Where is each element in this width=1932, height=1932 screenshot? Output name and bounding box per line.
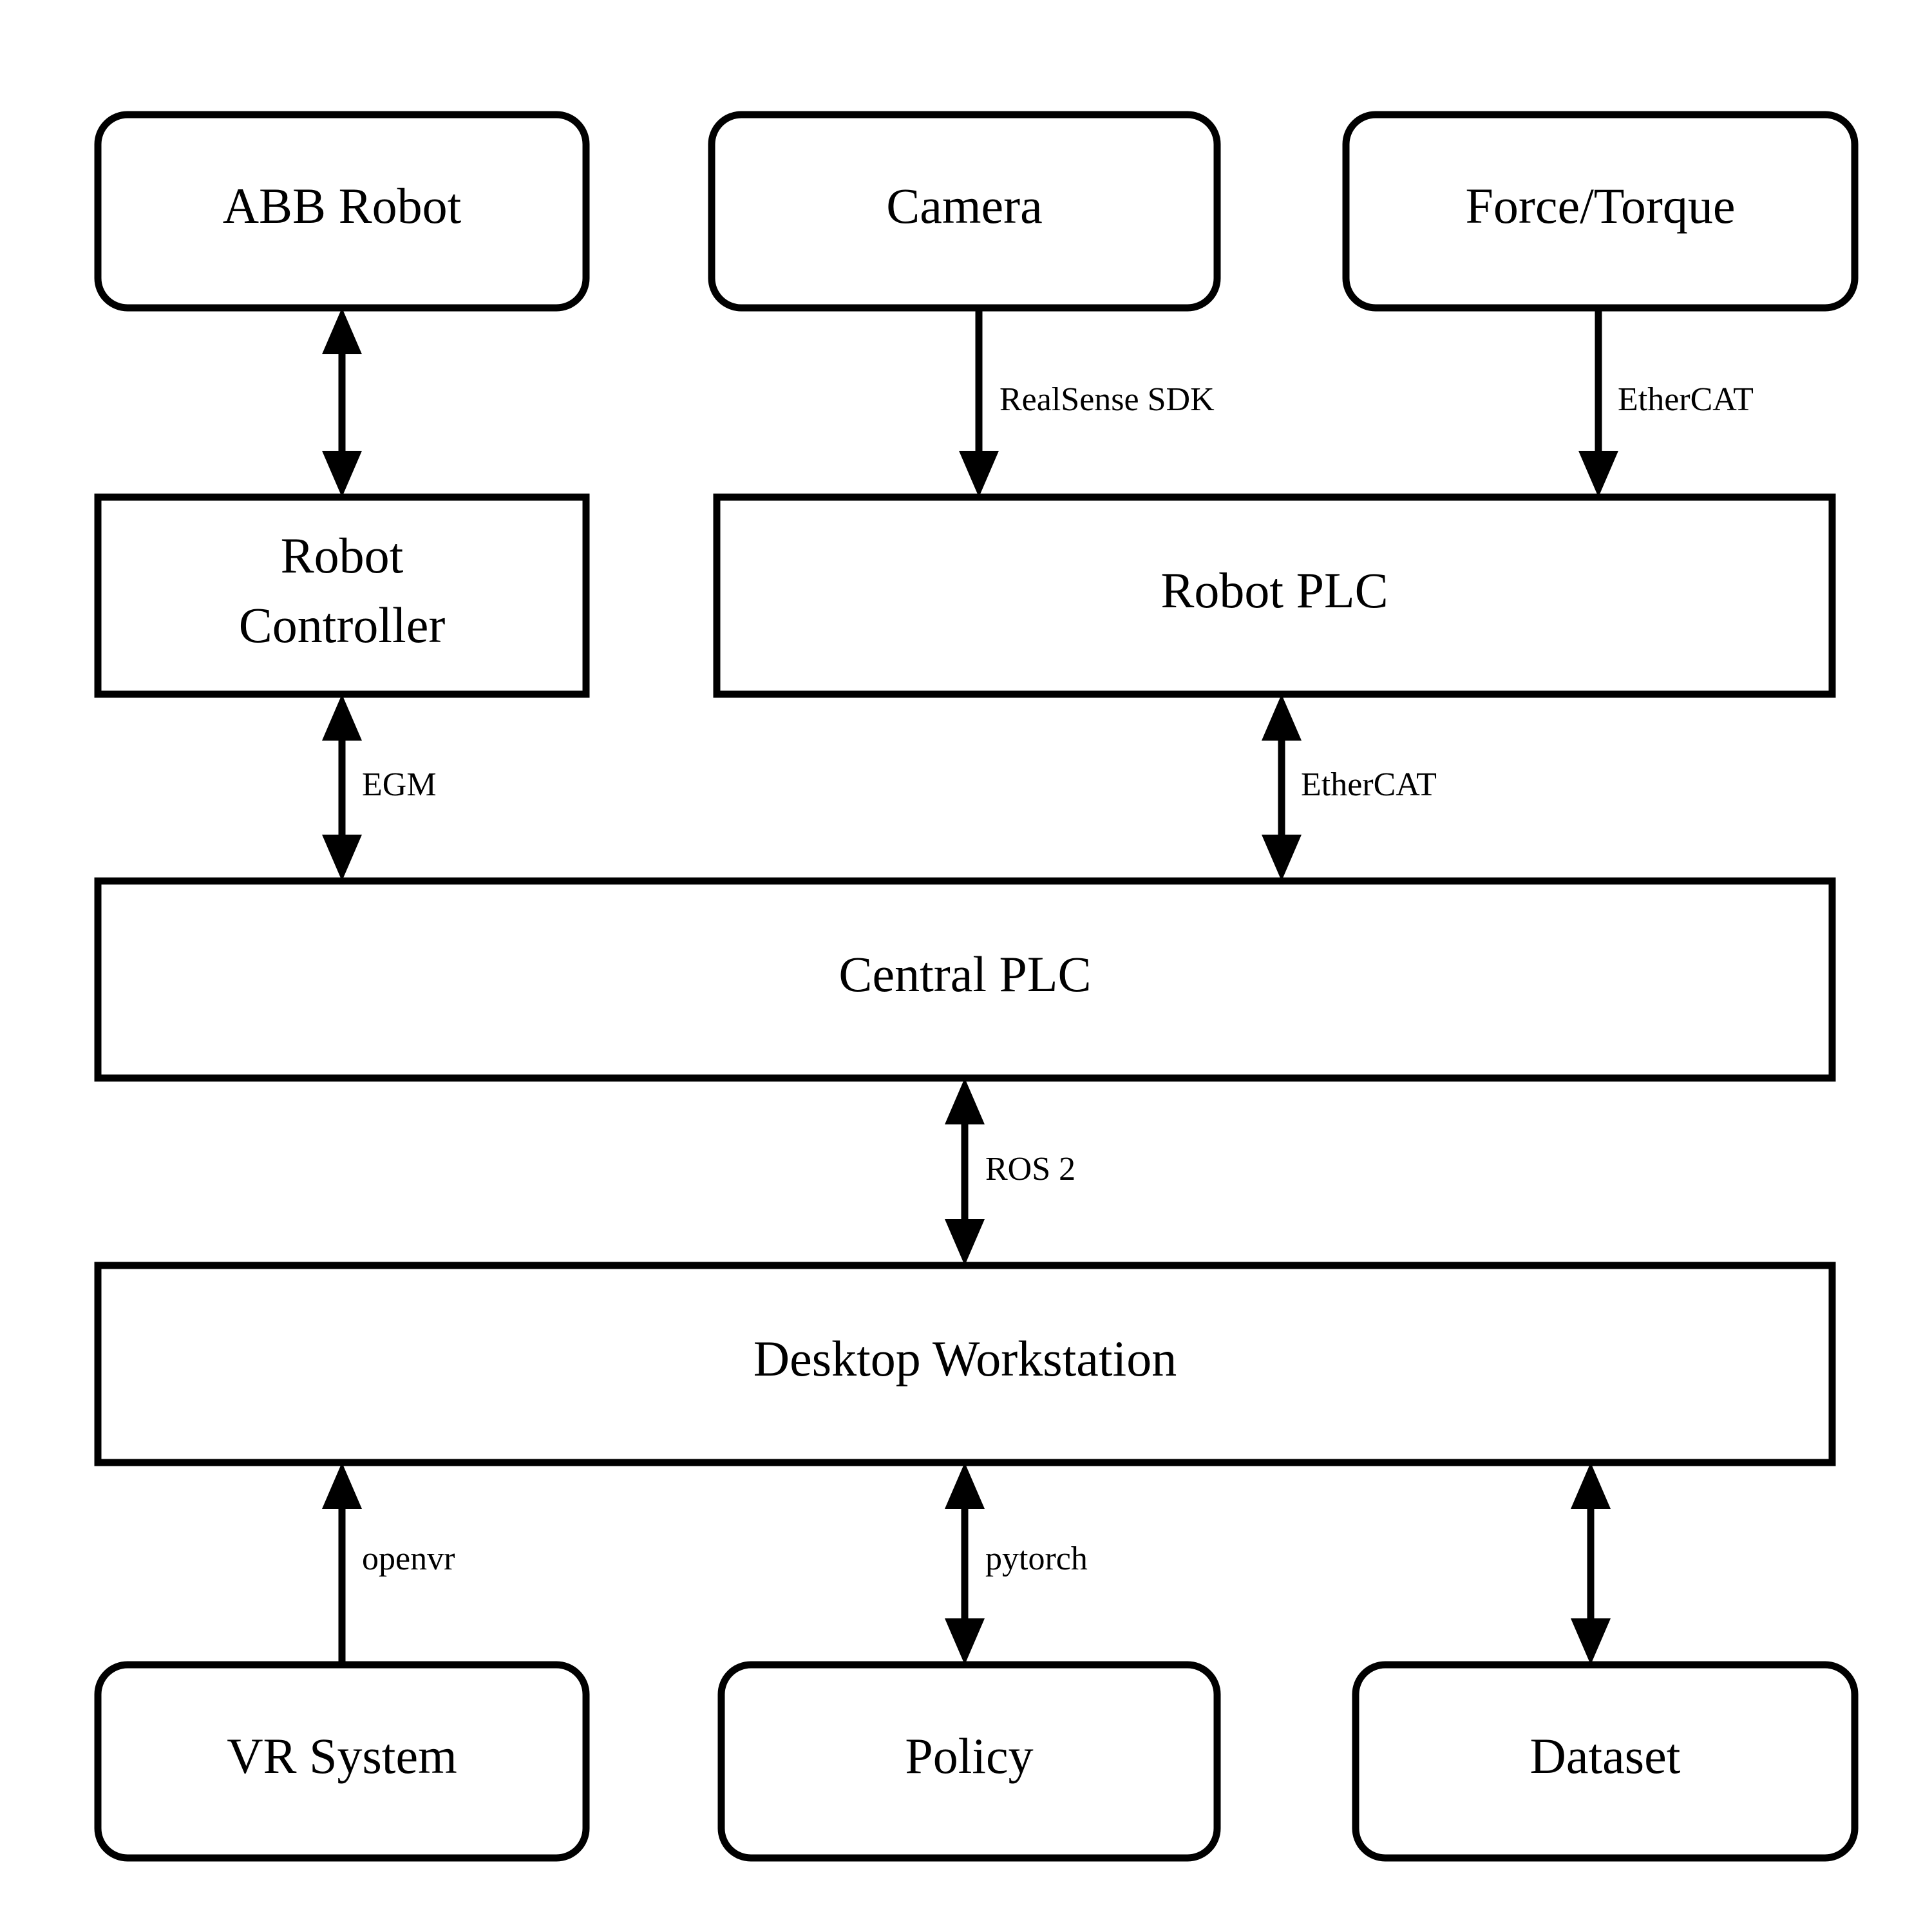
node-box-central_plc[interactable] (94, 877, 1836, 1082)
node-label: ABB Robot (223, 178, 462, 234)
node-dataset[interactable]: Dataset (1352, 1661, 1859, 1862)
edge-label: EtherCAT (1301, 766, 1437, 803)
edge-forcetorque-to-robotplc: EtherCAT (1578, 308, 1754, 497)
arrowhead-down-icon (945, 1219, 985, 1265)
node-central_plc[interactable]: Central PLC (94, 877, 1836, 1082)
node-box-robot_plc[interactable] (713, 493, 1836, 698)
arrowhead-up-icon (322, 1463, 362, 1509)
edge-label: EGM (362, 766, 437, 803)
node-desktop_workstation[interactable]: Desktop Workstation (94, 1262, 1836, 1466)
node-label-line2: Controller (239, 597, 446, 653)
edge-robotplc-to-centralplc: EtherCAT (1262, 694, 1437, 881)
node-label: VR System (227, 1728, 457, 1784)
edge-label: pytorch (985, 1540, 1088, 1577)
arrowhead-down-icon (1262, 835, 1302, 881)
node-robot_plc[interactable]: Robot PLC (713, 493, 1836, 698)
node-vr_system[interactable]: VR System (94, 1661, 590, 1862)
arrowhead-down-icon (322, 451, 362, 497)
node-box-desktop_workstation[interactable] (94, 1262, 1836, 1466)
edge-label: ROS 2 (985, 1151, 1075, 1188)
edge-camera-to-robotplc: RealSense SDK (959, 308, 1215, 497)
node-label: Central PLC (838, 946, 1091, 1002)
arrowhead-up-icon (945, 1463, 985, 1509)
node-label: Camera (886, 178, 1043, 234)
node-policy[interactable]: Policy (717, 1661, 1221, 1862)
edge-desktop-to-policy: pytorch (945, 1463, 1088, 1665)
node-box-dataset[interactable] (1352, 1661, 1859, 1862)
edge-label: openvr (362, 1540, 455, 1577)
node-label: Dataset (1530, 1728, 1681, 1784)
node-box-robot_controller[interactable] (94, 493, 590, 698)
node-box-policy[interactable] (717, 1661, 1221, 1862)
edge-desktop-to-dataset (1571, 1463, 1611, 1665)
edge-label: RealSense SDK (999, 381, 1215, 418)
edges-layer: RealSense SDK EtherCAT EGM EtherCAT ROS 2 ope… (322, 308, 1754, 1665)
arrowhead-down-icon (945, 1618, 985, 1665)
node-label: Robot PLC (1160, 562, 1388, 618)
arrowhead-up-icon (945, 1078, 985, 1124)
arrowhead-down-icon (959, 451, 999, 497)
node-camera[interactable]: Camera (708, 111, 1221, 312)
nodes-layer: ABB Robot Camera Force/TorqueRobotControll… (94, 111, 1859, 1862)
arrowhead-down-icon (1578, 451, 1618, 497)
node-label: Policy (905, 1728, 1033, 1784)
node-label: Force/Torque (1465, 178, 1735, 234)
node-label: Desktop Workstation (753, 1331, 1177, 1387)
node-box-camera[interactable] (708, 111, 1221, 312)
node-box-force_torque[interactable] (1342, 111, 1859, 312)
arrowhead-down-icon (322, 835, 362, 881)
arrowhead-up-icon (322, 308, 362, 354)
node-label-line1: Robot (281, 527, 404, 583)
node-abb_robot[interactable]: ABB Robot (94, 111, 590, 312)
node-box-vr_system[interactable] (94, 1661, 590, 1862)
edge-centralplc-to-desktop: ROS 2 (945, 1078, 1075, 1265)
edge-label: EtherCAT (1618, 381, 1754, 418)
arrowhead-down-icon (1571, 1618, 1611, 1665)
edge-controller-to-centralplc: EGM (322, 694, 437, 881)
node-force_torque[interactable]: Force/Torque (1342, 111, 1859, 312)
node-box-abb_robot[interactable] (94, 111, 590, 312)
arrowhead-up-icon (1262, 694, 1302, 741)
arrowhead-up-icon (322, 694, 362, 741)
edge-desktop-to-vr: openvr (322, 1463, 455, 1665)
arrowhead-up-icon (1571, 1463, 1611, 1509)
edge-abb-to-controller (322, 308, 362, 497)
